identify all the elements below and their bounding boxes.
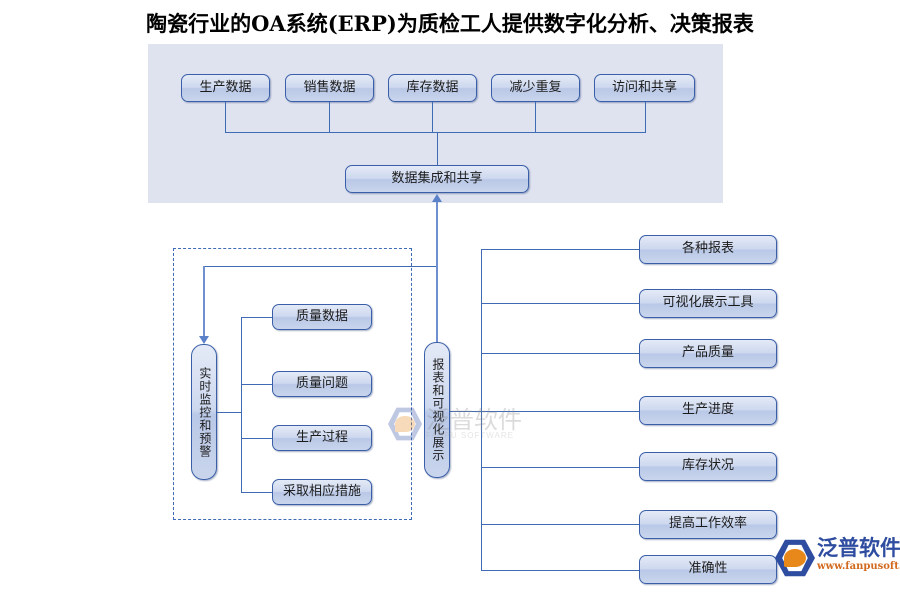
connector-feedback-top bbox=[204, 266, 436, 268]
node-product-quality[interactable]: 产品质量 bbox=[639, 339, 777, 368]
node-production-progress[interactable]: 生产进度 bbox=[639, 396, 777, 425]
brand-logo: 泛普软件 www.fanpusoft.com bbox=[775, 538, 900, 590]
node-various-reports[interactable]: 各种报表 bbox=[639, 235, 777, 264]
connector-report-branch-4 bbox=[481, 411, 639, 413]
node-take-measures[interactable]: 采取相应措施 bbox=[272, 479, 372, 505]
connector-report-to-hub bbox=[436, 202, 439, 342]
node-data-integration-and-sharing[interactable]: 数据集成和共享 bbox=[345, 165, 529, 193]
node-accuracy[interactable]: 准确性 bbox=[639, 555, 777, 584]
node-reduce-duplication[interactable]: 减少重复 bbox=[491, 74, 580, 102]
connector-monitor-branch-4 bbox=[241, 492, 272, 494]
node-improve-efficiency[interactable]: 提高工作效率 bbox=[639, 510, 777, 539]
connector-report-branch-1 bbox=[481, 249, 639, 251]
brand-url: www.fanpusoft.com bbox=[817, 561, 900, 572]
node-production-data[interactable]: 生产数据 bbox=[181, 74, 270, 102]
connector-report-branch-3 bbox=[481, 353, 639, 355]
connector-monitor-branch-1 bbox=[241, 317, 272, 319]
connector-hub-drop bbox=[437, 132, 439, 165]
node-report-and-visualization[interactable]: 报表和可视化展示 bbox=[424, 342, 450, 478]
connector-report-branch-2 bbox=[481, 303, 639, 305]
connector-report-branch-6 bbox=[481, 524, 639, 526]
connector-monitor-out bbox=[217, 412, 242, 414]
node-realtime-monitoring-alert[interactable]: 实时监控和预警 bbox=[191, 344, 217, 480]
connector-report-branch-7 bbox=[481, 570, 639, 572]
node-visualization-tools[interactable]: 可视化展示工具 bbox=[639, 289, 777, 318]
brand-logo-icon bbox=[775, 539, 815, 577]
brand-name: 泛普软件 bbox=[817, 536, 900, 560]
page-title: 陶瓷行业的OA系统(ERP)为质检工人提供数字化分析、决策报表 bbox=[146, 11, 754, 36]
connector-report-spine bbox=[481, 249, 483, 571]
node-quality-data[interactable]: 质量数据 bbox=[272, 304, 372, 330]
node-inventory-status[interactable]: 库存状况 bbox=[639, 452, 777, 481]
node-inventory-data[interactable]: 库存数据 bbox=[388, 74, 477, 102]
connector-monitor-branch-3 bbox=[241, 438, 272, 440]
connector-reduce-stub bbox=[535, 102, 537, 132]
connector-report-out bbox=[450, 411, 482, 413]
monitoring-group-container bbox=[173, 248, 412, 520]
node-quality-issues[interactable]: 质量问题 bbox=[272, 371, 372, 397]
connector-report-branch-5 bbox=[481, 467, 639, 469]
node-sales-data[interactable]: 销售数据 bbox=[285, 74, 374, 102]
connector-monitor-branch-2 bbox=[241, 384, 272, 386]
connector-access-stub bbox=[645, 102, 647, 132]
connector-production-stub bbox=[225, 102, 227, 132]
arrow-feedback-to-monitor-icon bbox=[199, 336, 209, 344]
connector-monitor-spine bbox=[241, 317, 243, 493]
connector-sales-stub bbox=[329, 102, 331, 132]
connector-top-bus bbox=[225, 132, 646, 134]
connector-inventory-stub bbox=[432, 102, 434, 132]
node-production-process[interactable]: 生产过程 bbox=[272, 425, 372, 451]
center-watermark: 泛普软件 FANPU SOFTWARE bbox=[388, 400, 558, 448]
connector-feedback-down bbox=[203, 266, 206, 338]
node-access-and-share[interactable]: 访问和共享 bbox=[594, 74, 695, 102]
arrow-report-to-hub-icon bbox=[432, 194, 442, 202]
